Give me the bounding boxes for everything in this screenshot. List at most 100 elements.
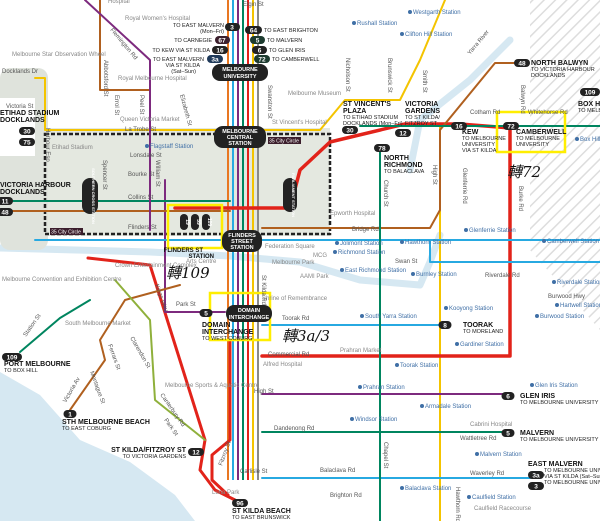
station-label[interactable]: Caulfield Station: [472, 495, 516, 501]
domain-interchange-hub[interactable]: DOMAIN INTERCHANGE: [226, 305, 272, 322]
station-label[interactable]: Kooyong Station: [449, 306, 493, 312]
southern-cross-hub[interactable]: SOUTHERN CROSS STATION: [82, 168, 98, 224]
station-label[interactable]: Burnley Station: [416, 272, 457, 278]
station-label[interactable]: Glen Iris Station: [535, 383, 578, 389]
route-badge: 5: [204, 311, 208, 318]
terminus-destination: TO MELBOURNE: [516, 136, 560, 142]
route-badge: 6: [506, 394, 510, 401]
destination-text: TO CAMBERWELL: [272, 57, 319, 63]
station-label[interactable]: Hartwell Station: [560, 303, 600, 309]
street-label: Spencer St: [101, 160, 107, 190]
street-label: Elizabeth St: [178, 94, 192, 127]
annotation-transfer-72: 轉72: [507, 163, 541, 181]
hub-label: STATION: [230, 245, 253, 251]
destination-text: TO EAST MALVERN: [153, 57, 204, 63]
place-label: Hospital: [108, 0, 130, 5]
route-badge: 30: [23, 129, 31, 136]
terminus-destination: TO MELBOURNE UNIVERSITY: [544, 480, 600, 486]
station-label[interactable]: Windsor Station: [355, 417, 397, 423]
route-badge: 11: [2, 199, 9, 206]
station-label[interactable]: Richmond Station: [338, 250, 385, 256]
street-label: Swan St: [395, 259, 418, 265]
street-label: Errol St: [113, 95, 119, 115]
route-badge: 109: [585, 90, 596, 97]
route-badge: 8: [443, 323, 447, 330]
terminus-destination: UNIVERSITY: [516, 142, 549, 148]
route-badge: 6: [258, 48, 262, 55]
station-marker: [411, 272, 415, 276]
destination-text: TO EAST BRIGHTON: [264, 28, 318, 34]
station-label[interactable]: Box Hill Station: [580, 137, 600, 143]
station-label[interactable]: East Richmond Station: [345, 268, 406, 274]
street-label: Brighton Rd: [330, 493, 362, 499]
station-label[interactable]: Toorak Station: [400, 363, 438, 369]
station-marker: [575, 137, 579, 141]
place-label: MCG: [313, 253, 327, 259]
melbourne-university-hub[interactable]: MELBOURNE UNIVERSITY: [212, 64, 268, 81]
place-label: St Vincent's Hospital: [272, 120, 327, 126]
street-label: Bridge Rd: [352, 227, 379, 233]
station-label[interactable]: Jolimont Station: [340, 241, 383, 247]
place-label: Etihad Stadium: [52, 145, 93, 151]
station-label[interactable]: Hawthorn Station: [405, 240, 451, 246]
street-label: William St: [154, 160, 160, 187]
station-marker: [400, 32, 404, 36]
station-marker: [455, 342, 459, 346]
annotation-transfer-3a-3: 轉3a/3: [282, 327, 330, 345]
street-label: Victoria Av: [63, 377, 82, 404]
station-label[interactable]: Malvern Station: [480, 452, 522, 458]
route-1-line: [69, 284, 181, 411]
city-circle-label: 35 City Circle 35 City Circle: [50, 137, 301, 236]
terminus-destination: TO EAST BRUNSWICK: [232, 515, 291, 521]
hub-label: UNIVERSITY: [223, 74, 256, 80]
station-marker: [333, 250, 337, 254]
hub-label: STREET: [231, 239, 253, 245]
station-label[interactable]: Balaclava Station: [405, 486, 451, 492]
station-label[interactable]: Prahran Station: [363, 385, 405, 391]
route-badge: 64: [250, 28, 258, 35]
station-marker: [475, 452, 479, 456]
station-marker: [408, 10, 412, 14]
terminus-destination: TO MELBOURNE UNIVERSITY: [520, 437, 599, 443]
station-label[interactable]: South Yarra Station: [365, 314, 417, 320]
route-badge-bg: [188, 448, 204, 456]
street-label: Smith St: [421, 70, 427, 93]
flinders-st-stop: 19 59 109 FLINDERS ST STATION: [164, 214, 214, 260]
station-label[interactable]: Clifton Hill Station: [405, 32, 452, 38]
station-label[interactable]: Flagstaff Station: [150, 144, 193, 150]
route-badge: 19: [184, 219, 190, 225]
station-label[interactable]: Burwood Station: [540, 314, 584, 320]
route-67-destination: TO CARNEGIE 67: [174, 36, 230, 45]
parliament-hub[interactable]: PARLIAMENT STATION: [283, 173, 297, 217]
street-label: High St: [431, 165, 437, 185]
street-label: Ferrars St: [106, 344, 121, 371]
street-label: Fitzroy St: [218, 441, 232, 467]
station-marker: [360, 314, 364, 318]
place-label: Melbourne Sports & Aquatic Centre: [165, 383, 260, 389]
station-marker: [535, 314, 539, 318]
terminus-destination: TO MORELAND: [463, 329, 503, 335]
station-label[interactable]: Westgarth Station: [413, 10, 461, 16]
station-label[interactable]: Camberwell Station: [547, 239, 599, 245]
destination-sub: (Sat–Sun): [171, 69, 196, 75]
terminus-destination: UNIVERSITY: [462, 142, 495, 148]
station-label[interactable]: Armadale Station: [425, 404, 471, 410]
terminus-name: INTERCHANGE: [202, 329, 254, 336]
terminus-name: DOMAIN: [202, 322, 230, 329]
route-badge: 3a: [532, 473, 540, 480]
station-marker: [444, 306, 448, 310]
station-label[interactable]: Gardiner Station: [460, 342, 504, 348]
flinders-street-hub[interactable]: FLINDERS STREET STATION: [222, 230, 262, 252]
station-label[interactable]: Glenferrie Station: [469, 228, 516, 234]
station-label[interactable]: Rushall Station: [357, 21, 397, 27]
destination-sub: VIA ST KILDA: [166, 63, 201, 69]
hub-label: MELBOURNE: [222, 129, 258, 135]
melbourne-central-hub[interactable]: MELBOURNE CENTRAL STATION: [214, 126, 266, 148]
station-label[interactable]: Riverdale Station: [557, 280, 600, 286]
street-label: Chapel St: [382, 442, 388, 469]
station-marker: [420, 404, 424, 408]
